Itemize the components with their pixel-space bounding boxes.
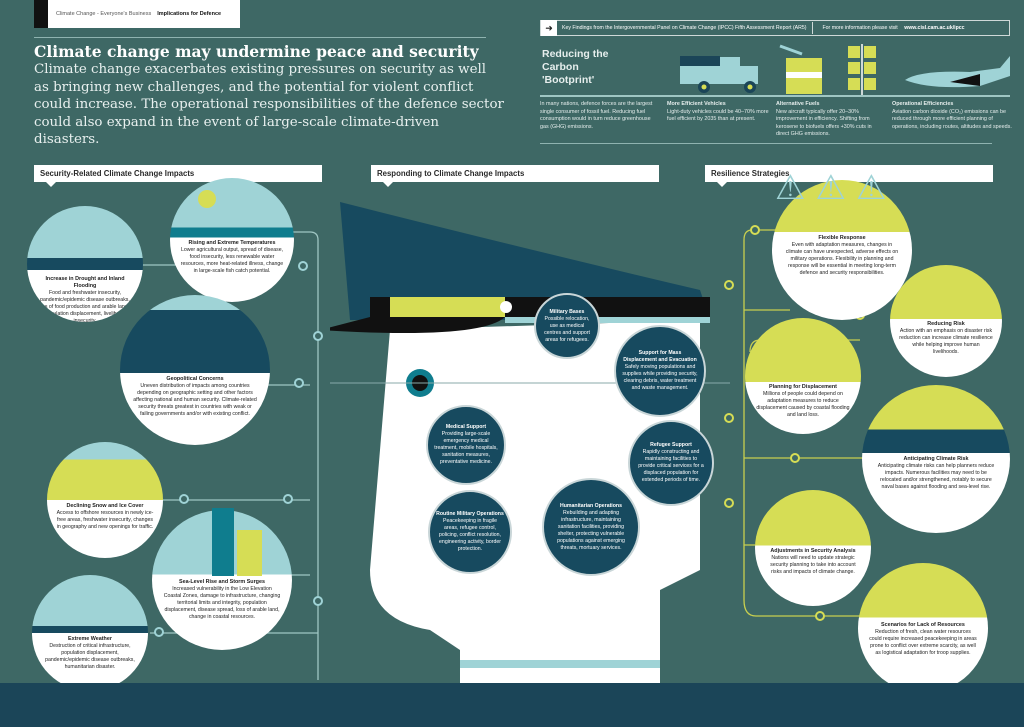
- carbon-title: Reducing the Carbon 'Bootprint': [542, 48, 609, 86]
- headline: Climate change may undermine peace and s…: [34, 42, 504, 149]
- fuel-can-icon: [779, 44, 822, 94]
- building-icon: [212, 508, 234, 576]
- warning-sign-icon: ⚠⚠⚠: [775, 169, 897, 207]
- ipcc-bar: ➜ Key Findings from the Intergovernmenta…: [540, 20, 1010, 36]
- divider: [540, 143, 992, 144]
- section-label-resilience: Resilience Strategies: [705, 165, 993, 187]
- carbon-illustrations: [680, 44, 1010, 95]
- series-title: Climate Change - Everyone's Business: [56, 11, 152, 17]
- section-label-impacts: Security-Related Climate Change Impacts: [34, 165, 322, 187]
- aircraft-icon: [905, 56, 1010, 88]
- cap-visor: [330, 317, 505, 334]
- ipcc-findings: Key Findings from the Intergovernmental …: [562, 25, 807, 31]
- sun-icon: [198, 190, 216, 208]
- carbon-intro: In many nations, defence forces are the …: [540, 101, 653, 130]
- section-label-responding: Responding to Climate Change Impacts: [371, 165, 659, 187]
- divider: [34, 37, 486, 38]
- topic-title: Implications for Defence: [157, 11, 222, 17]
- page-title: Climate change may undermine peace and s…: [34, 42, 479, 61]
- ipcc-link[interactable]: www.cisl.cam.ac.uk/ipcc: [904, 25, 965, 31]
- biofuel-plant-icon: [848, 44, 876, 95]
- cap-crown: [340, 202, 710, 320]
- ground-line: [540, 95, 1010, 97]
- response-mass-displacement: Support for Mass Displacement and Evacua…: [614, 325, 706, 417]
- series-header: Climate Change - Everyone's Business Imp…: [34, 0, 240, 28]
- more-info: For more information please visit: [822, 25, 898, 31]
- building-icon: [237, 530, 262, 576]
- vehicle-icon: [680, 56, 758, 93]
- bottom-band: [0, 683, 1024, 727]
- intro-text: Climate change exacerbates existing pres…: [34, 62, 504, 147]
- arrow-right-icon: ➜: [541, 20, 557, 36]
- logo-icon: [34, 0, 48, 28]
